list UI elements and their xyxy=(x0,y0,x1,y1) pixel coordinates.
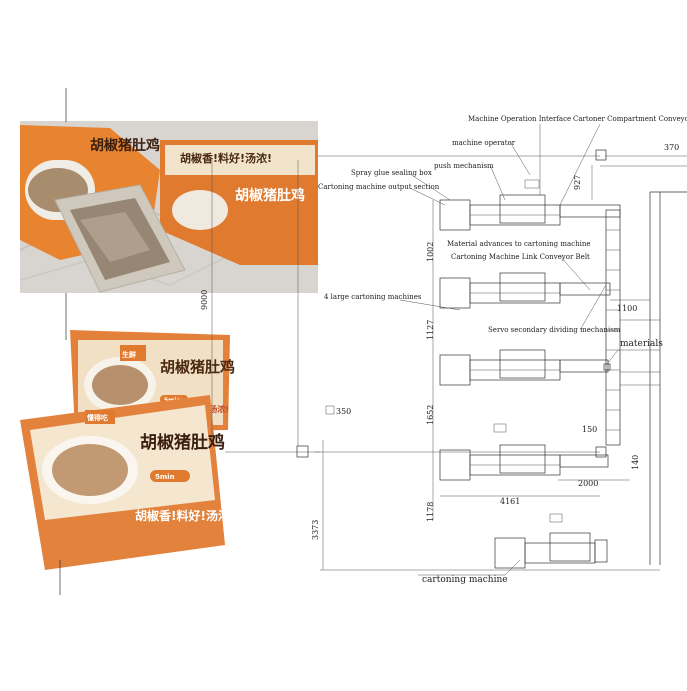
top-box-badge: 生鲜 xyxy=(122,350,136,359)
right-box-side: 胡椒香!料好!汤浓! xyxy=(180,151,272,165)
dim-1652: 1652 xyxy=(426,405,435,425)
machine-row-1 xyxy=(439,179,621,231)
machine-row-5 xyxy=(494,513,608,569)
dim-1127: 1127 xyxy=(426,320,435,340)
machine-row-3 xyxy=(439,349,609,386)
dim-3373: 3373 xyxy=(311,520,320,540)
photo-boxed-product: 胡椒猪肚鸡 胡椒香!料好!汤浓! 5min 生鲜 胡椒猪肚鸡 5min 懂得吃 … xyxy=(20,330,235,570)
label-advances: Material advances to cartoning machine xyxy=(447,240,591,248)
dim-9000: 9000 xyxy=(200,290,209,310)
bottom-box-brand: 懂得吃 xyxy=(87,413,108,422)
diagram-structure: 370 927 9000 3373 xyxy=(200,143,687,571)
label-operator: machine operator xyxy=(452,139,516,147)
label-interface: Machine Operation Interface xyxy=(468,115,571,123)
label-servo: Servo secondary dividing mechanism xyxy=(488,326,621,334)
dim-370: 370 xyxy=(664,143,679,152)
label-large-machines: 4 large cartoning machines xyxy=(324,293,422,301)
dim-140: 140 xyxy=(631,455,640,470)
label-materials: materials xyxy=(620,339,663,349)
dim-350: 350 xyxy=(336,407,351,416)
dim-1002: 1002 xyxy=(426,242,435,262)
label-cartoner-belt: Cartoner Compartment Conveyor Belt xyxy=(573,115,687,123)
dim-1100: 1100 xyxy=(617,304,637,313)
bottom-box-slogan: 胡椒香!料好!汤浓! xyxy=(135,508,235,523)
bottom-box-time: 5min xyxy=(155,473,175,481)
dim-927: 927 xyxy=(573,175,582,190)
dim-1178: 1178 xyxy=(426,502,435,522)
top-box-title: 胡椒猪肚鸡 xyxy=(160,358,235,376)
label-push: push mechanism xyxy=(434,162,494,170)
dim-150: 150 xyxy=(582,425,597,434)
label-output: Cartoning machine output section xyxy=(318,183,440,191)
label-link-belt: Cartoning Machine Link Conveyor Belt xyxy=(451,253,590,261)
right-box-title: 胡椒猪肚鸡 xyxy=(235,187,305,204)
bottom-box-title: 胡椒猪肚鸡 xyxy=(140,432,225,453)
machine-row-2 xyxy=(439,272,611,309)
dim-2000: 2000 xyxy=(578,479,598,488)
diagram-labels: Machine Operation Interface Cartoner Com… xyxy=(318,115,687,585)
label-glue: Spray glue sealing box xyxy=(351,169,432,177)
back-box-title: 胡椒猪肚鸡 xyxy=(90,137,160,154)
machine-row-4 xyxy=(439,423,609,481)
dim-4161: 4161 xyxy=(500,497,520,506)
label-cartoning: cartoning machine xyxy=(422,575,508,585)
photo-packaged-product: 胡椒猪肚鸡 胡椒香!料好!汤浓! 胡椒猪肚鸡 xyxy=(19,121,319,293)
